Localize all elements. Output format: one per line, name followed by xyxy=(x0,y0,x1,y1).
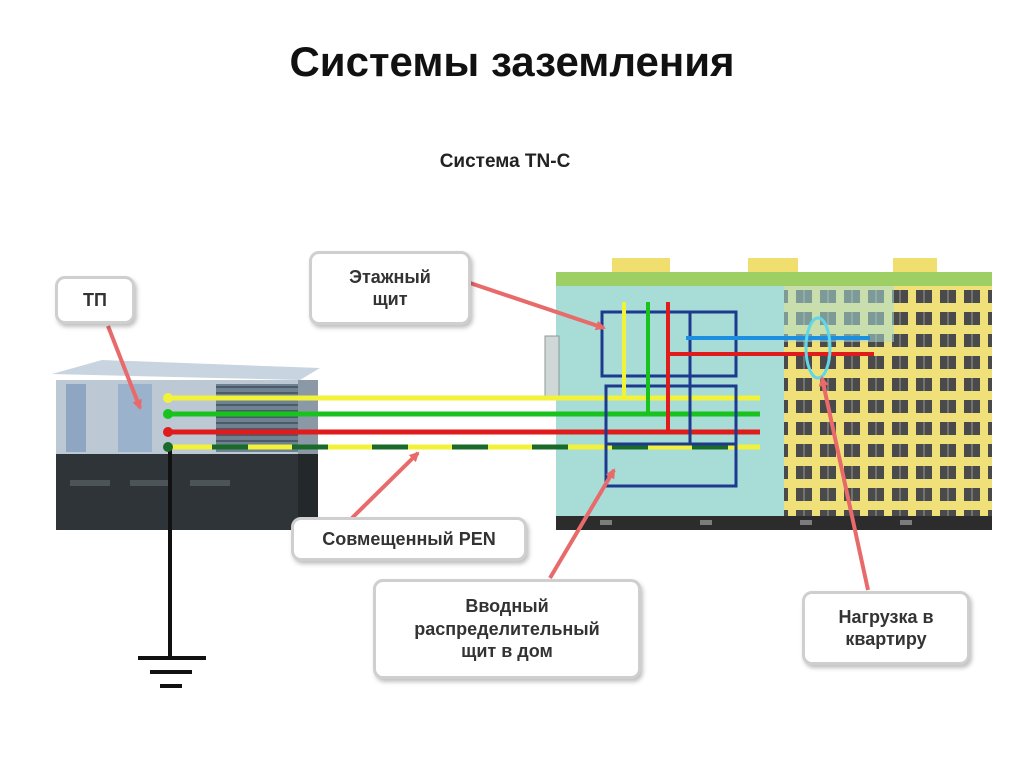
distribution-panels xyxy=(600,302,874,488)
load-highlight-ellipse xyxy=(804,316,832,380)
apartment-building xyxy=(544,258,992,530)
callout-pen: Совмещенный PEN xyxy=(291,517,527,561)
supply-lines xyxy=(163,393,760,452)
callout-input-panel: Вводный распределительный щит в дом xyxy=(373,579,641,679)
diagram-subtitle: Система TN-C xyxy=(439,151,571,172)
arrow-floor-panel xyxy=(469,281,606,331)
callout-tp: ТП xyxy=(55,276,135,324)
callout-arrows xyxy=(106,281,870,591)
arrow-tp xyxy=(106,325,142,410)
arrow-load xyxy=(818,376,870,591)
input-panel-box xyxy=(604,384,738,488)
callout-floor-panel: Этажный щит xyxy=(309,251,471,325)
ground-symbol xyxy=(138,446,206,688)
page-title: Системы заземления xyxy=(289,38,735,85)
arrow-input-panel xyxy=(548,468,616,580)
arrow-pen xyxy=(350,451,420,520)
callout-load: Нагрузка в квартиру xyxy=(802,591,970,665)
